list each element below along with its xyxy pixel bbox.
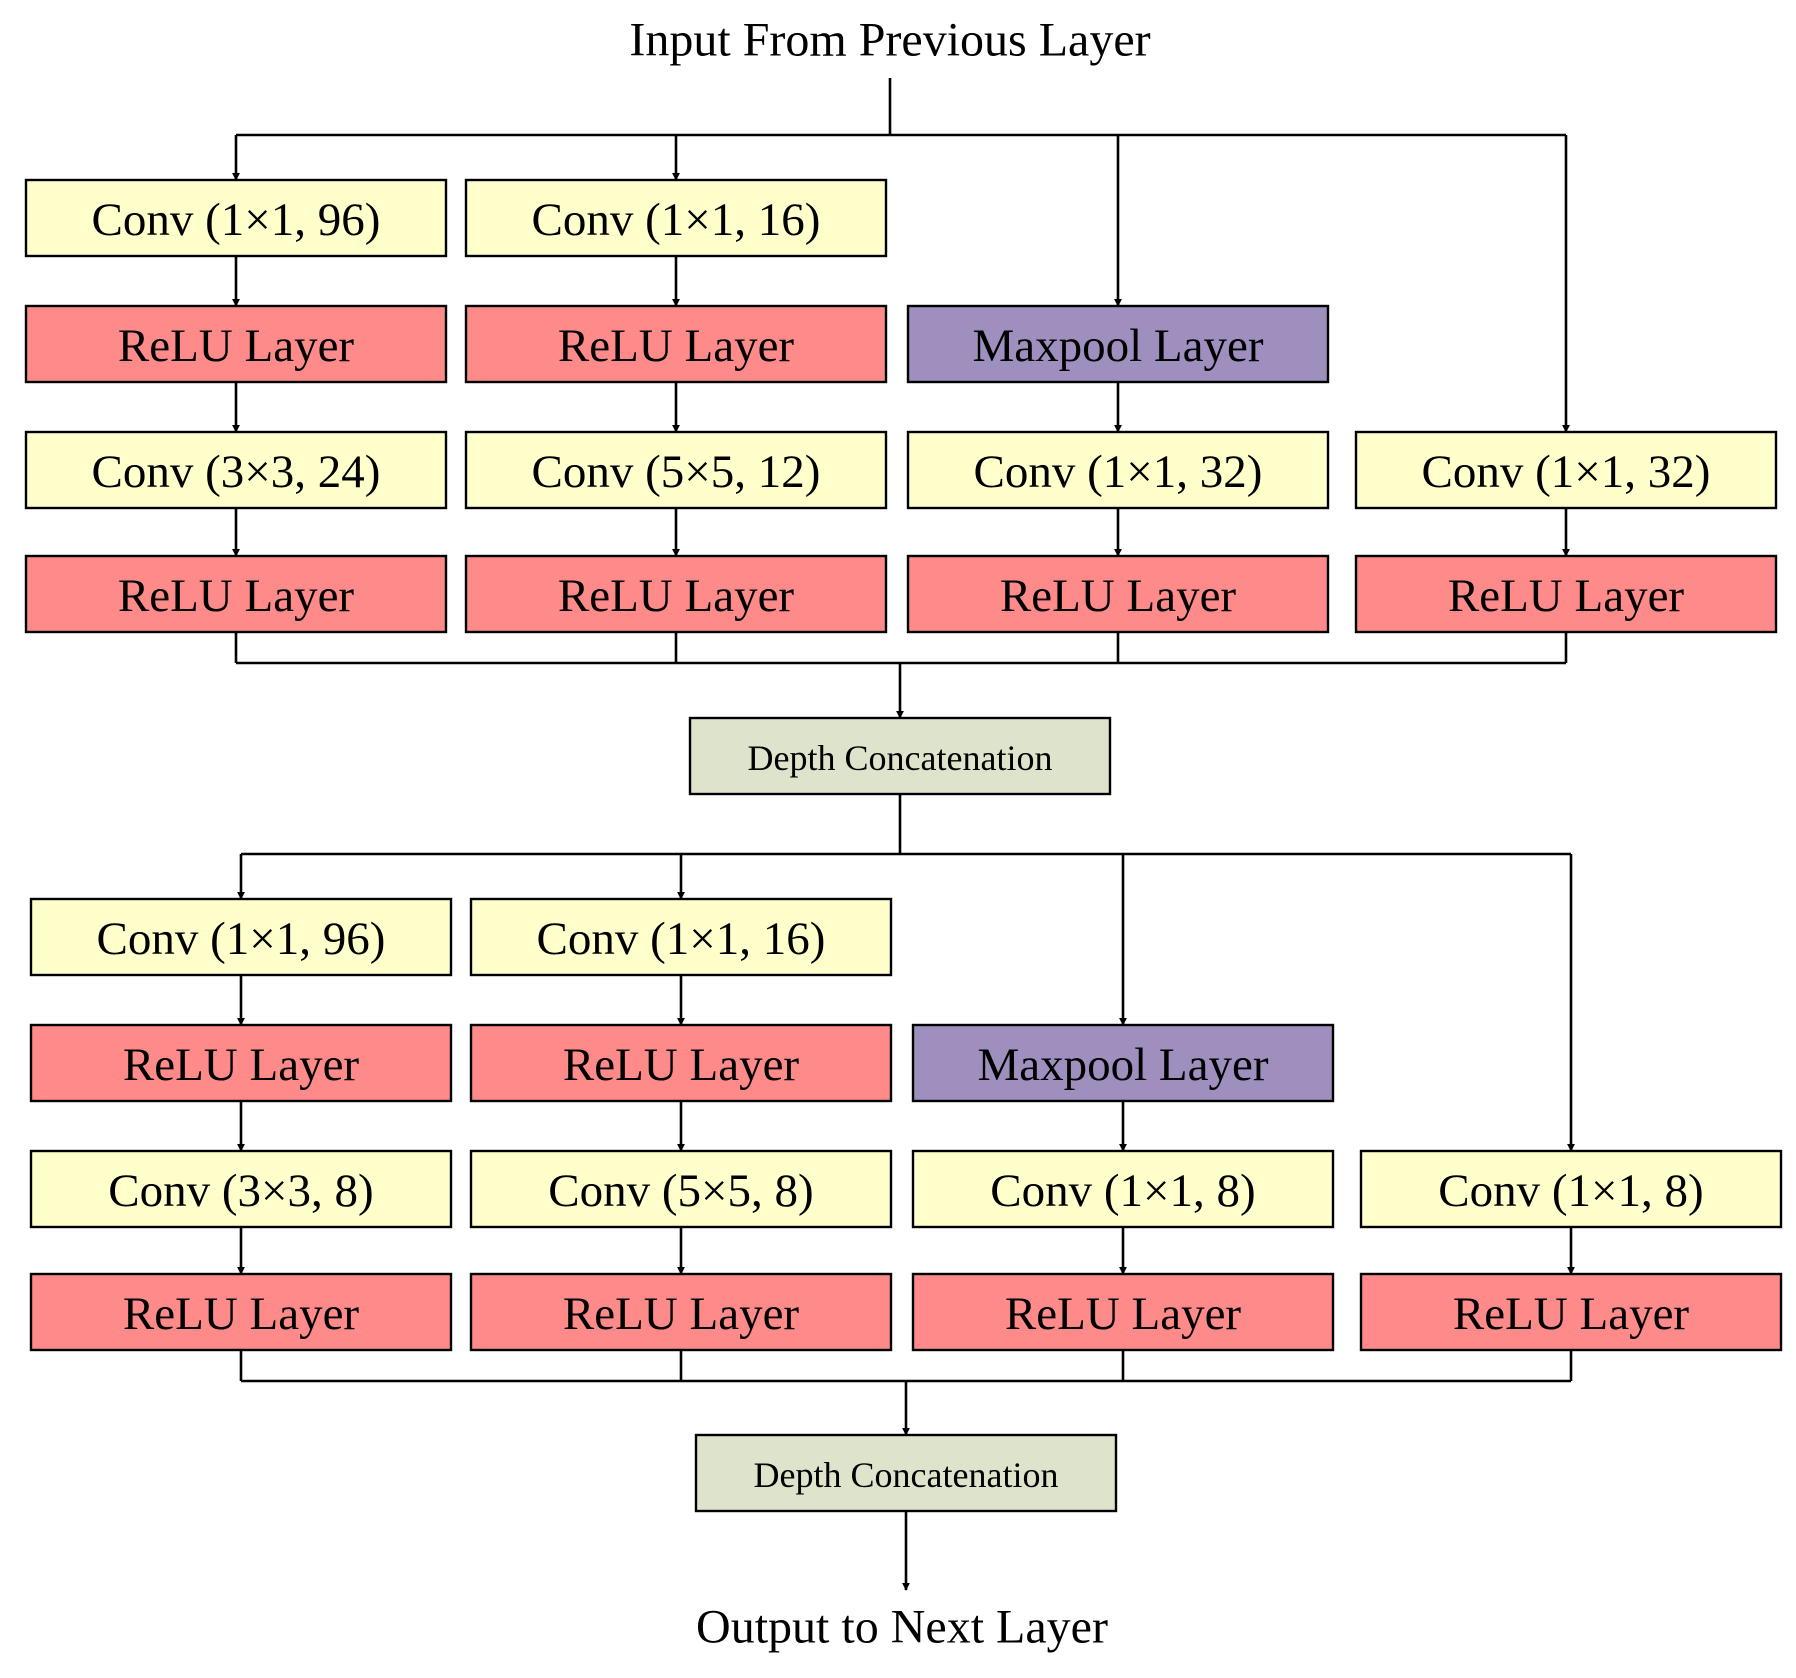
relu-label: ReLU Layer xyxy=(558,570,795,622)
block2-branch2-conv-node-1-rect xyxy=(469,897,893,977)
conv-label: Conv (3×3, 8) xyxy=(108,1165,373,1217)
conv-label: Conv (1×1, 96) xyxy=(92,194,381,246)
block1-branch1-conv-node-1-rect xyxy=(24,178,448,258)
relu-label: ReLU Layer xyxy=(563,1039,800,1091)
output-label: Output to Next Layer xyxy=(696,1601,1108,1654)
block1-branch4-conv-node-1-rect xyxy=(1354,430,1778,510)
block2-branch2-conv-node-1: Conv (1×1, 16) xyxy=(469,897,893,977)
block2-branch4-conv-node-1-rect xyxy=(1359,1149,1783,1229)
block2-branch1-conv-node-3-rect xyxy=(29,1149,453,1229)
conv-label: Conv (3×3, 24) xyxy=(92,446,381,498)
block1-branch2-conv-node-3-rect xyxy=(464,430,888,510)
block1-branch1-relu-node-4: ReLU Layer xyxy=(24,554,448,634)
block2-branch1-conv-node-3: Conv (3×3, 8) xyxy=(29,1149,453,1229)
block1-branch3-relu-node-3: ReLU Layer xyxy=(906,554,1330,634)
block1-branch4-relu-node-2-rect xyxy=(1354,554,1778,634)
block2-branch3-conv-node-2: Conv (1×1, 8) xyxy=(911,1149,1335,1229)
block2-branch2-relu-node-2: ReLU Layer xyxy=(469,1023,893,1103)
block1-branch4-relu-node-2: ReLU Layer xyxy=(1354,554,1778,634)
block2-branch1-conv-node-1: Conv (1×1, 96) xyxy=(29,897,453,977)
conv-label: Conv (1×1, 32) xyxy=(974,446,1263,498)
block2-branch1-relu-node-2: ReLU Layer xyxy=(29,1023,453,1103)
maxpool-label: Maxpool Layer xyxy=(972,320,1263,372)
block1-branch1-relu-node-2: ReLU Layer xyxy=(24,304,448,384)
block2-branch1-conv-node-1-rect xyxy=(29,897,453,977)
block1-branch1-relu-node-4-rect xyxy=(24,554,448,634)
block2-branch3-maxpool-node-1: Maxpool Layer xyxy=(911,1023,1335,1103)
block1-branch4-conv-node-1: Conv (1×1, 32) xyxy=(1354,430,1778,510)
block2-branch2-conv-node-3: Conv (5×5, 8) xyxy=(469,1149,893,1229)
block1-depth-concatenation-node-rect xyxy=(688,716,1112,796)
relu-label: ReLU Layer xyxy=(1005,1288,1242,1340)
conv-label: Conv (1×1, 16) xyxy=(532,194,821,246)
block1-branch1-conv-node-3-rect xyxy=(24,430,448,510)
relu-label: ReLU Layer xyxy=(123,1288,360,1340)
depth-concatenation-label: Depth Concatenation xyxy=(748,738,1053,778)
block1-branch3-maxpool-node-1-rect xyxy=(906,304,1330,384)
conv-label: Conv (1×1, 16) xyxy=(537,913,826,965)
relu-label: ReLU Layer xyxy=(118,570,355,622)
block2-depth-concatenation-node: Depth Concatenation xyxy=(694,1433,1118,1513)
conv-label: Conv (1×1, 96) xyxy=(97,913,386,965)
block2-branch4-relu-node-2-rect xyxy=(1359,1272,1783,1352)
conv-label: Conv (1×1, 32) xyxy=(1422,446,1711,498)
block1-branch2-relu-node-2-rect xyxy=(464,304,888,384)
conv-label: Conv (1×1, 8) xyxy=(990,1165,1255,1217)
relu-label: ReLU Layer xyxy=(558,320,795,372)
conv-label: Conv (1×1, 8) xyxy=(1438,1165,1703,1217)
depth-concatenation-label: Depth Concatenation xyxy=(754,1455,1059,1495)
block2-branch3-conv-node-2-rect xyxy=(911,1149,1335,1229)
block2-branch2-relu-node-4: ReLU Layer xyxy=(469,1272,893,1352)
relu-label: ReLU Layer xyxy=(118,320,355,372)
relu-label: ReLU Layer xyxy=(563,1288,800,1340)
relu-label: ReLU Layer xyxy=(1453,1288,1690,1340)
block1-branch2-relu-node-4: ReLU Layer xyxy=(464,554,888,634)
relu-label: ReLU Layer xyxy=(1448,570,1685,622)
block2-branch2-conv-node-3-rect xyxy=(469,1149,893,1229)
block1-depth-concatenation-node: Depth Concatenation xyxy=(688,716,1112,796)
relu-label: ReLU Layer xyxy=(123,1039,360,1091)
block1-branch1-conv-node-1: Conv (1×1, 96) xyxy=(24,178,448,258)
block1-branch2-conv-node-3: Conv (5×5, 12) xyxy=(464,430,888,510)
block2-branch3-relu-node-3-rect xyxy=(911,1272,1335,1352)
block1-branch1-conv-node-3: Conv (3×3, 24) xyxy=(24,430,448,510)
block1-branch2-conv-node-1-rect xyxy=(464,178,888,258)
block2-branch3-relu-node-3: ReLU Layer xyxy=(911,1272,1335,1352)
block1-branch3-conv-node-2-rect xyxy=(906,430,1330,510)
block2-branch2-relu-node-4-rect xyxy=(469,1272,893,1352)
input-label: Input From Previous Layer xyxy=(629,14,1150,67)
block2-branch3-maxpool-node-1-rect xyxy=(911,1023,1335,1103)
block1-branch3-maxpool-node-1: Maxpool Layer xyxy=(906,304,1330,384)
relu-label: ReLU Layer xyxy=(1000,570,1237,622)
block1-branch2-relu-node-4-rect xyxy=(464,554,888,634)
block2-branch1-relu-node-4: ReLU Layer xyxy=(29,1272,453,1352)
conv-label: Conv (5×5, 12) xyxy=(532,446,821,498)
block2-branch1-relu-node-4-rect xyxy=(29,1272,453,1352)
block1-branch3-relu-node-3-rect xyxy=(906,554,1330,634)
block2-branch2-relu-node-2-rect xyxy=(469,1023,893,1103)
maxpool-label: Maxpool Layer xyxy=(977,1039,1268,1091)
block2-branch4-conv-node-1: Conv (1×1, 8) xyxy=(1359,1149,1783,1229)
block1-branch2-conv-node-1: Conv (1×1, 16) xyxy=(464,178,888,258)
block2-branch4-relu-node-2: ReLU Layer xyxy=(1359,1272,1783,1352)
block1-branch2-relu-node-2: ReLU Layer xyxy=(464,304,888,384)
block2-branch1-relu-node-2-rect xyxy=(29,1023,453,1103)
conv-label: Conv (5×5, 8) xyxy=(548,1165,813,1217)
block1-branch3-conv-node-2: Conv (1×1, 32) xyxy=(906,430,1330,510)
